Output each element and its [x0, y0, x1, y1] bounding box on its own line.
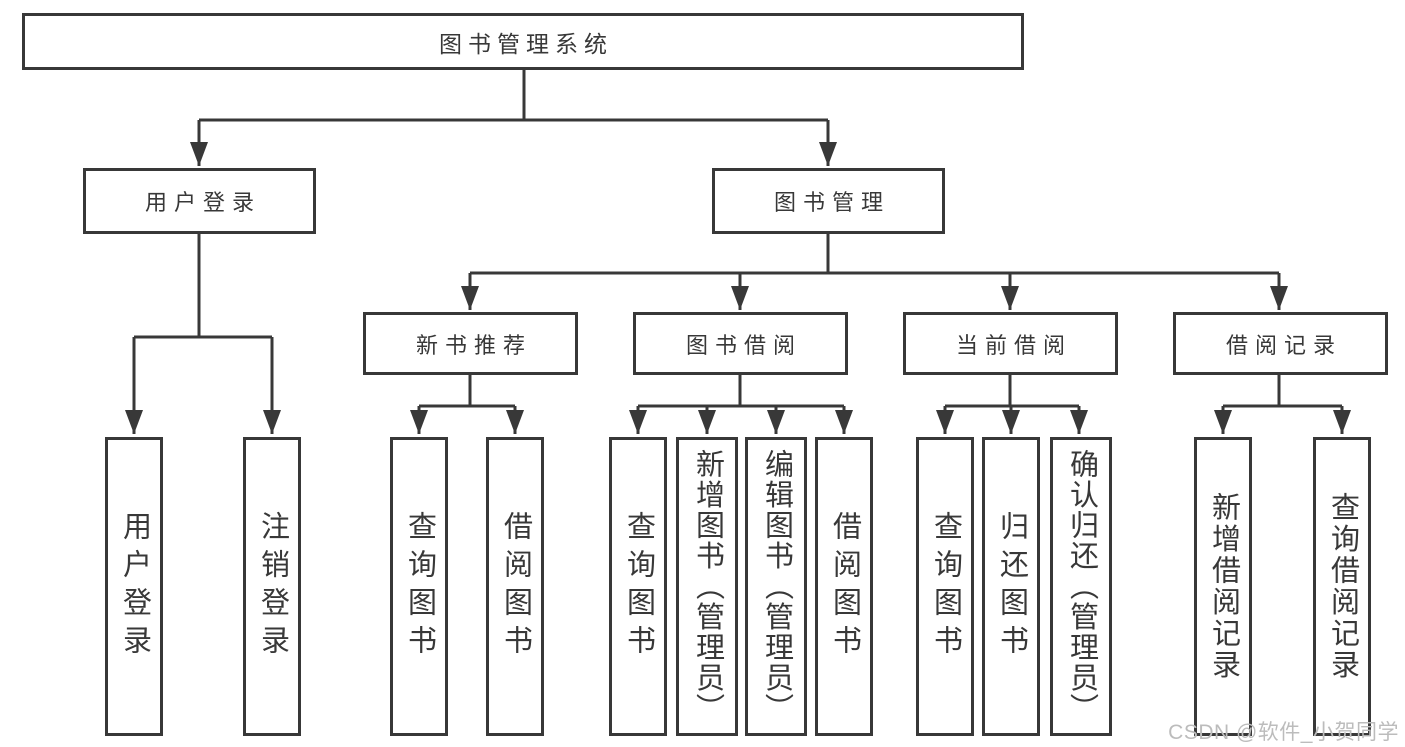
leaf-borrow-books-borrow: 借阅图书	[815, 437, 873, 736]
node-borrow-records: 借阅记录	[1173, 312, 1388, 375]
leaf-label: 确认归还（管理员）	[1065, 449, 1098, 724]
leaf-label: 用户登录	[118, 510, 151, 663]
node-root: 图书管理系统	[22, 13, 1024, 70]
leaf-label: 查询图书	[622, 510, 655, 663]
leaf-borrow-books-newbooks: 借阅图书	[486, 437, 544, 736]
leaf-label: 查询图书	[403, 510, 436, 663]
node-book-borrow: 图书借阅	[633, 312, 848, 375]
leaf-user-login: 用户登录	[105, 437, 163, 736]
leaf-query-books-newbooks: 查询图书	[390, 437, 448, 736]
leaf-add-borrow-record: 新增借阅记录	[1194, 437, 1252, 736]
leaf-logout: 注销登录	[243, 437, 301, 736]
leaf-label: 借阅图书	[499, 510, 532, 663]
leaf-confirm-return-admin: 确认归还（管理员）	[1050, 437, 1112, 736]
node-current-borrow: 当前借阅	[903, 312, 1118, 375]
node-new-book-recommend: 新书推荐	[363, 312, 578, 375]
leaf-label: 查询图书	[929, 510, 962, 663]
leaf-query-books-borrow: 查询图书	[609, 437, 667, 736]
leaf-label: 编辑图书（管理员）	[760, 449, 793, 724]
leaf-label: 新增图书（管理员）	[691, 449, 724, 724]
leaf-label: 借阅图书	[828, 510, 861, 663]
leaf-label: 归还图书	[995, 510, 1028, 663]
leaf-edit-book-admin: 编辑图书（管理员）	[745, 437, 807, 736]
leaf-add-book-admin: 新增图书（管理员）	[676, 437, 738, 736]
node-book-management: 图书管理	[712, 168, 945, 234]
leaf-label: 新增借阅记录	[1207, 492, 1240, 681]
leaf-query-books-current: 查询图书	[916, 437, 974, 736]
leaf-label: 查询借阅记录	[1326, 492, 1359, 681]
node-user-login: 用户登录	[83, 168, 316, 234]
leaf-label: 注销登录	[256, 510, 289, 663]
leaf-query-borrow-record: 查询借阅记录	[1313, 437, 1371, 736]
watermark: CSDN @软件_小贺同学	[1168, 721, 1399, 744]
leaf-return-book: 归还图书	[982, 437, 1040, 736]
